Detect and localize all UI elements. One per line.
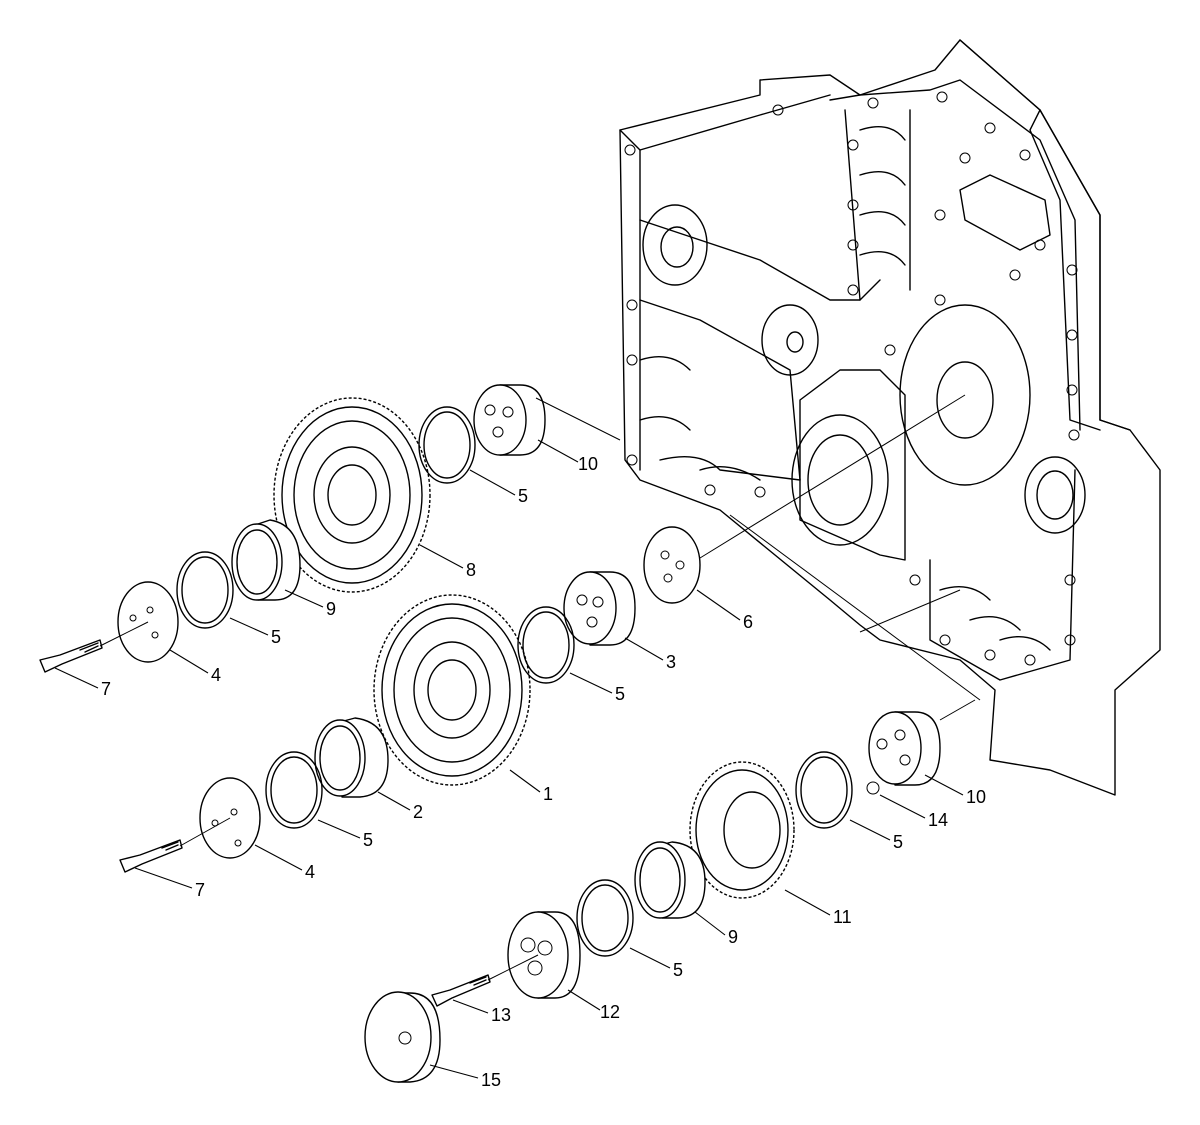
callout-1: 1 (543, 784, 553, 804)
cover-15 (364, 991, 441, 1083)
callout-8: 8 (466, 560, 476, 580)
bolt-7-upper (39, 639, 103, 673)
gear-8 (273, 397, 431, 593)
callout-7-upper: 7 (101, 679, 111, 699)
bolt-7-lower (119, 839, 183, 873)
callout-9-lower: 9 (728, 927, 738, 947)
callout-leaders (54, 439, 964, 1079)
ring-5-upper (418, 406, 476, 484)
plate-6 (643, 526, 701, 604)
callout-4-upper: 4 (211, 665, 221, 685)
ball-14 (866, 781, 880, 795)
callout-11: 11 (833, 907, 852, 927)
callout-14: 14 (928, 810, 948, 830)
callout-12: 12 (600, 1002, 620, 1022)
callout-5-right: 5 (893, 832, 903, 852)
callout-labels: 10 5 8 9 5 4 7 6 3 5 1 2 5 4 7 10 14 5 1… (101, 454, 986, 1090)
callout-5-lower-left: 5 (363, 830, 373, 850)
callout-4-lower: 4 (305, 862, 315, 882)
bushing-9-lower (634, 841, 706, 919)
callout-5-upper: 5 (518, 486, 528, 506)
spacer-10-lower (868, 711, 941, 786)
callout-13: 13 (491, 1005, 511, 1025)
callout-5-lower-right: 5 (673, 960, 683, 980)
callout-6: 6 (743, 612, 753, 632)
callout-3: 3 (666, 652, 676, 672)
bolt-13 (431, 974, 491, 1007)
hub-12 (507, 911, 581, 999)
ring-5-lower-left (265, 751, 323, 829)
callout-9-upper: 9 (326, 599, 336, 619)
callout-7-lower: 7 (195, 880, 205, 900)
ring-5-middle (517, 606, 575, 684)
spacer-10-upper (473, 384, 546, 456)
callout-15: 15 (481, 1070, 501, 1090)
callout-5-left: 5 (271, 627, 281, 647)
callout-10-lower: 10 (966, 787, 986, 807)
bushing-2 (314, 717, 389, 798)
ring-5-right (795, 751, 853, 829)
callout-5-middle: 5 (615, 684, 625, 704)
gear-1 (373, 594, 531, 786)
spacer-3 (563, 571, 636, 646)
axis-lines (99, 394, 981, 981)
callout-2: 2 (413, 802, 423, 822)
gear-housing (619, 39, 1161, 796)
gear-11 (689, 761, 795, 899)
ring-5-left (176, 551, 234, 629)
bushing-9-upper (231, 519, 301, 601)
callout-10-upper: 10 (578, 454, 598, 474)
ring-5-lower-right (576, 879, 634, 957)
